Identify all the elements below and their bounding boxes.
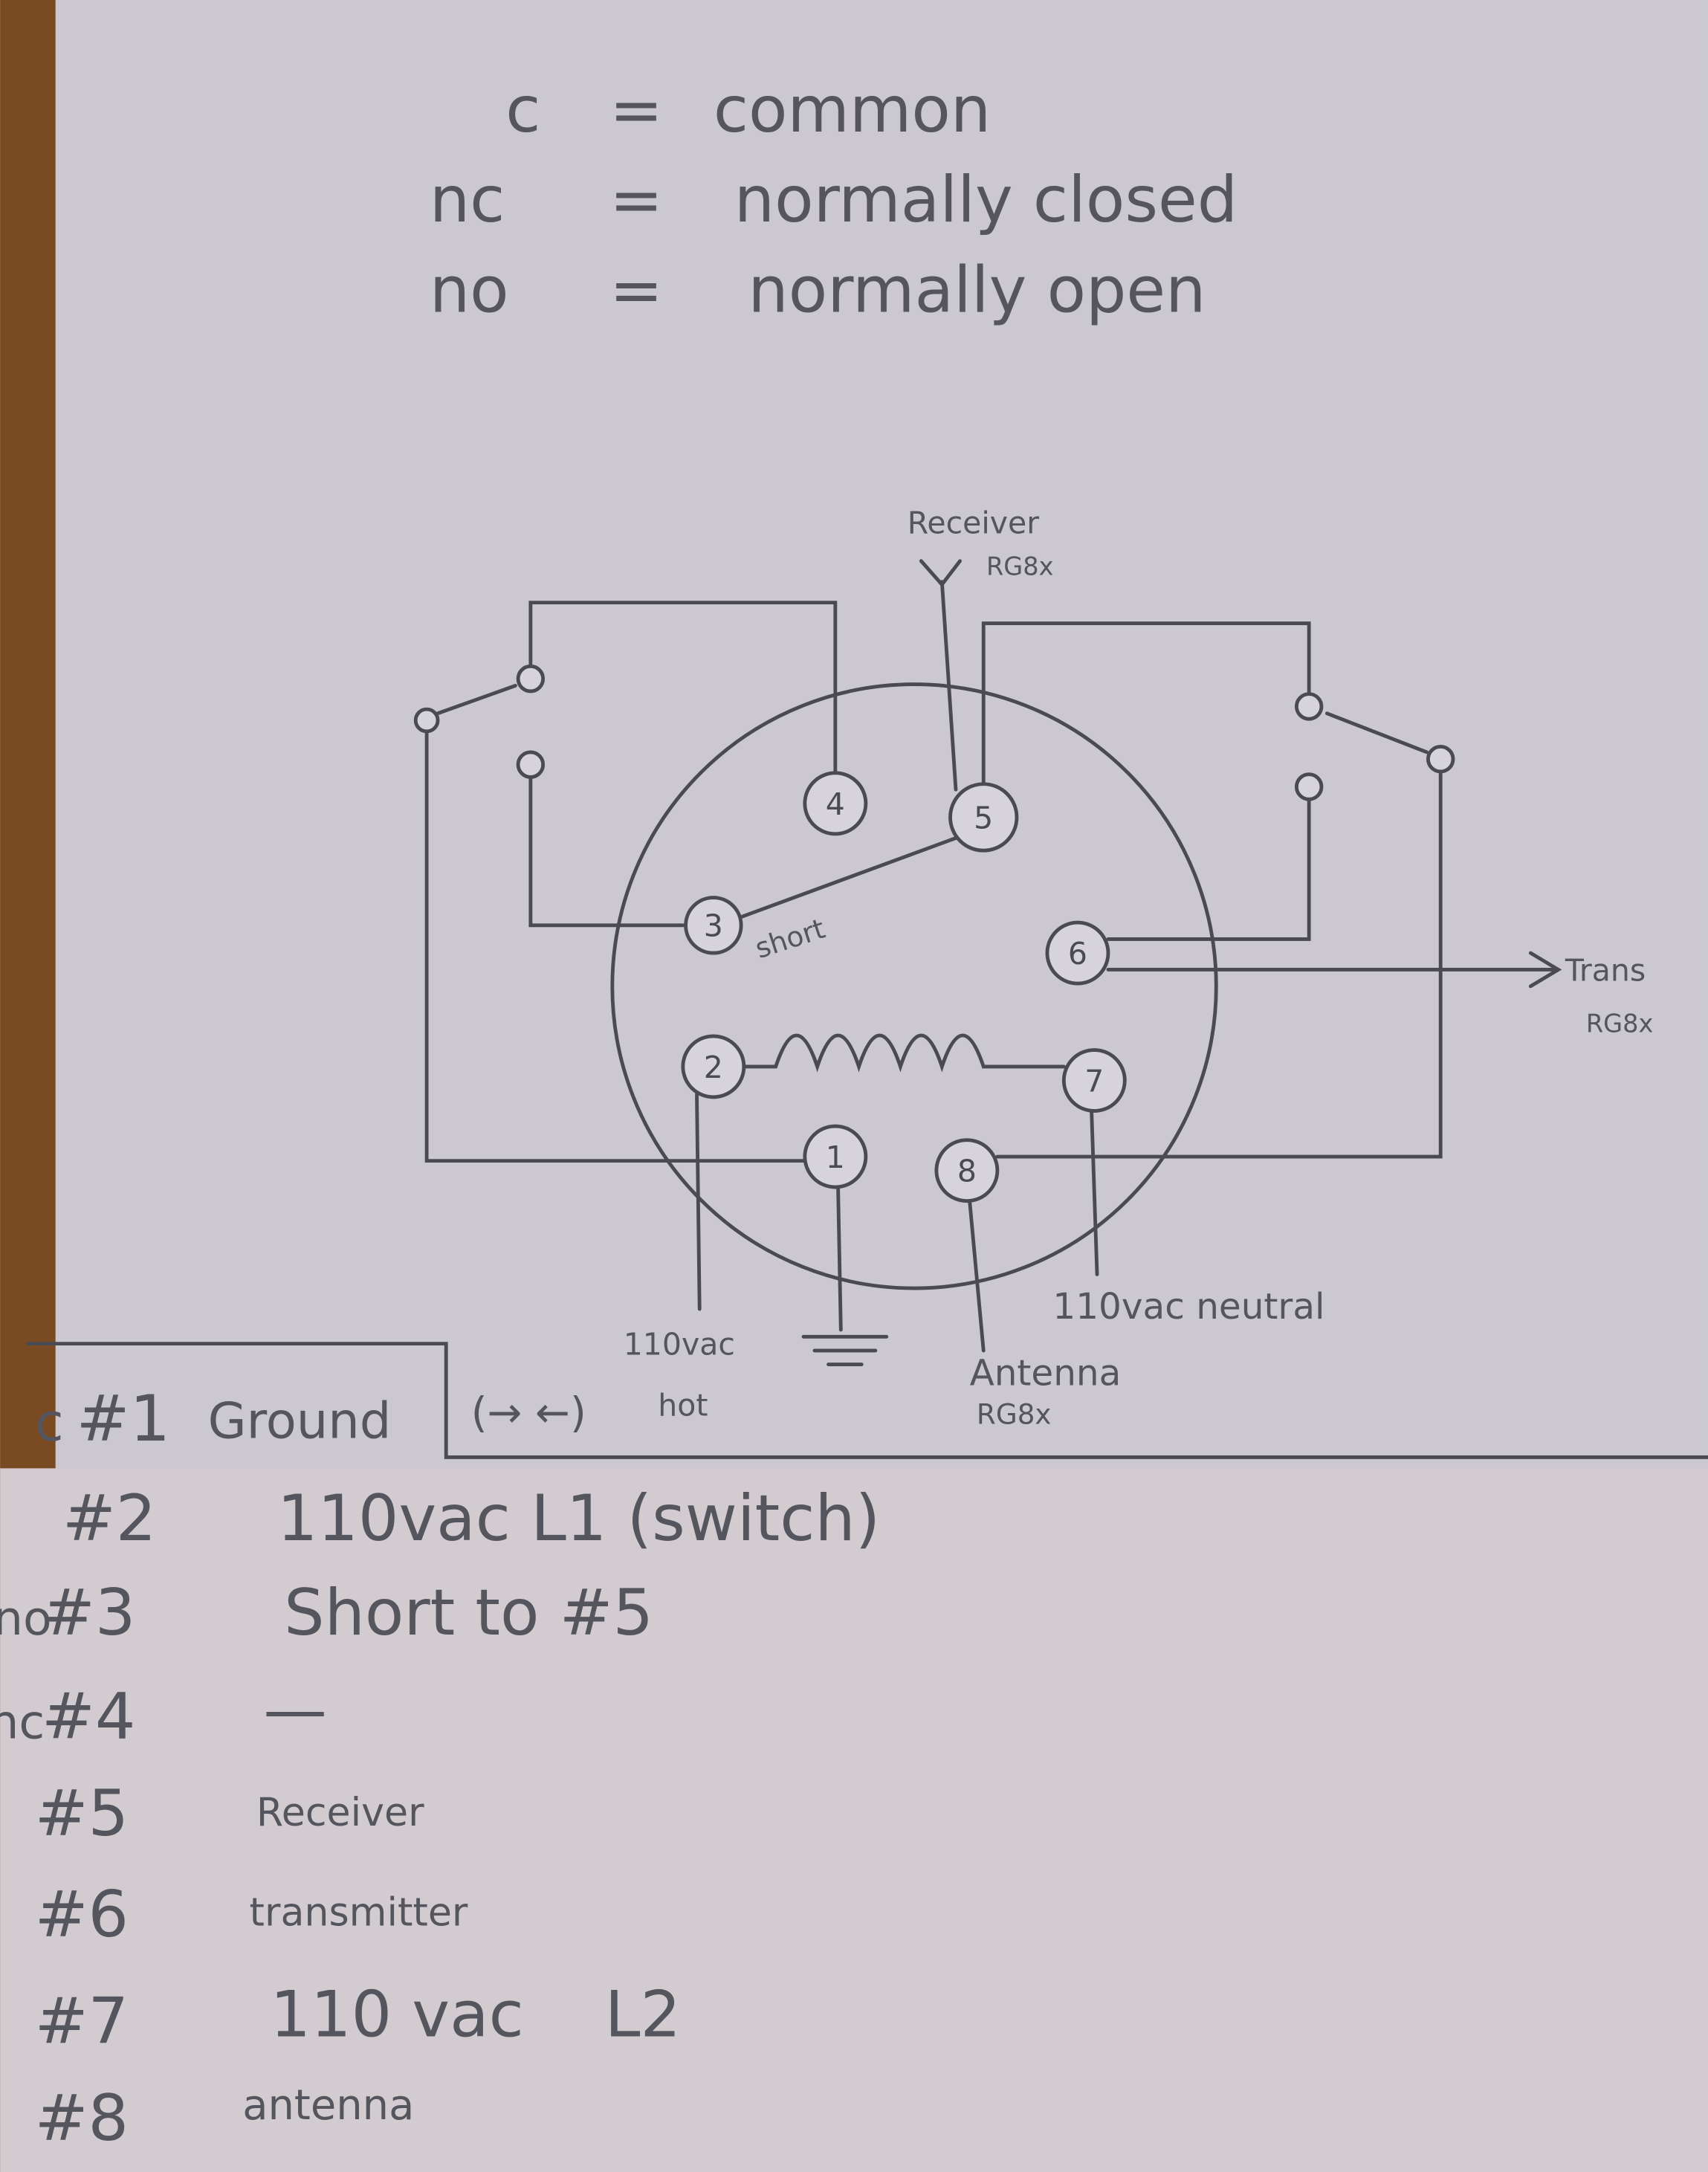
pin-label: 5 xyxy=(974,800,993,835)
pin-7: 7 xyxy=(1061,1048,1127,1113)
legend-abbr-nc: nc xyxy=(430,163,505,237)
row-note: (→ ←) xyxy=(471,1389,586,1437)
row-desc: 110 vac L2 xyxy=(271,1977,682,2052)
table-divider xyxy=(25,1342,1708,1459)
pin-table-row: nc #4 — xyxy=(0,1672,327,1754)
row-pin: #1 xyxy=(77,1382,170,1456)
row-desc: antenna xyxy=(242,2081,414,2130)
pin-6: 6 xyxy=(1045,920,1110,986)
receiver-label: Receiver xyxy=(908,505,1039,540)
legend-meaning: common xyxy=(714,73,991,147)
row-desc: 110vac L1 (switch) xyxy=(277,1481,880,1556)
antenna-label: Antenna xyxy=(970,1353,1122,1394)
row-desc: — xyxy=(263,1672,327,1747)
pin-label: 6 xyxy=(1068,936,1087,972)
hot-label: hot xyxy=(658,1388,708,1423)
pin-4: 4 xyxy=(803,771,868,836)
row-prefix: no xyxy=(0,1591,52,1646)
pin-table-row: #8 antenna xyxy=(35,2081,415,2156)
row-pin: #6 xyxy=(35,1878,129,1952)
right-relay-nc-contact xyxy=(1294,692,1324,721)
legend-sep: = xyxy=(609,163,663,237)
pin-table-row: no #3 Short to #5 xyxy=(0,1576,653,1650)
pin-label: 7 xyxy=(1084,1063,1104,1099)
paper-sheet-lower xyxy=(0,1468,1708,2172)
right-relay-common-contact xyxy=(1426,745,1455,774)
left-relay-nc-contact xyxy=(516,664,546,694)
row-prefix: c xyxy=(35,1392,64,1453)
pin-8: 8 xyxy=(934,1138,1000,1203)
pin-label: 4 xyxy=(826,786,845,822)
row-pin: #5 xyxy=(35,1777,129,1851)
row-desc: transmitter xyxy=(250,1890,468,1935)
legend-sep: = xyxy=(609,73,663,147)
row-pin: #3 xyxy=(42,1576,135,1650)
pin-label: 8 xyxy=(957,1154,977,1189)
legend-abbr-no: no xyxy=(430,253,509,327)
wires xyxy=(424,559,1562,1366)
pin-table-row: #7 110 vac L2 xyxy=(35,1977,681,2058)
pin-table-row: #2 110vac L1 (switch) xyxy=(62,1481,880,1556)
legend-abbr-c: c xyxy=(505,73,540,147)
transmitter-label: Trans xyxy=(1565,952,1646,988)
legend: c = common nc = normally closed no = nor… xyxy=(430,73,1238,327)
hot-voltage-label: 110vac xyxy=(624,1327,735,1363)
octal-socket-outline xyxy=(610,682,1218,1290)
row-pin: #8 xyxy=(35,2081,129,2156)
row-prefix: nc xyxy=(0,1695,45,1750)
row-desc: Ground xyxy=(208,1392,392,1449)
row-desc: Receiver xyxy=(256,1791,424,1835)
pin-table: c #1 Ground (→ ←) #2 110vac L1 (switch) … xyxy=(0,1382,880,2156)
row-pin: #7 xyxy=(35,1985,129,2059)
legend-meaning: normally open xyxy=(748,253,1206,327)
pin-1: 1 xyxy=(803,1124,868,1189)
pin-table-row: c #1 Ground (→ ←) xyxy=(35,1382,586,1456)
pin-label: 3 xyxy=(704,908,723,944)
legend-meaning: normally closed xyxy=(734,163,1238,237)
receiver-cable-label: RG8x xyxy=(986,552,1053,581)
pin-table-row: #5 Receiver xyxy=(35,1777,424,1851)
antenna-cable-label: RG8x xyxy=(977,1398,1052,1431)
pin-label: 1 xyxy=(826,1140,845,1175)
row-pin: #4 xyxy=(42,1680,135,1754)
row-pin: #2 xyxy=(62,1481,156,1556)
neutral-label: 110vac neutral xyxy=(1052,1286,1324,1328)
left-relay-common-contact xyxy=(413,707,440,734)
pin-3: 3 xyxy=(684,896,743,955)
pin-2: 2 xyxy=(681,1034,746,1099)
transmitter-cable-label: RG8x xyxy=(1586,1009,1653,1038)
legend-sep: = xyxy=(609,253,663,327)
left-relay-no-contact xyxy=(516,750,546,779)
row-desc: Short to #5 xyxy=(284,1576,653,1650)
pin-table-row: #6 transmitter xyxy=(35,1878,468,1952)
pin-5: 5 xyxy=(948,782,1019,853)
right-relay-no-contact xyxy=(1294,772,1324,801)
pin-label: 2 xyxy=(704,1050,723,1085)
